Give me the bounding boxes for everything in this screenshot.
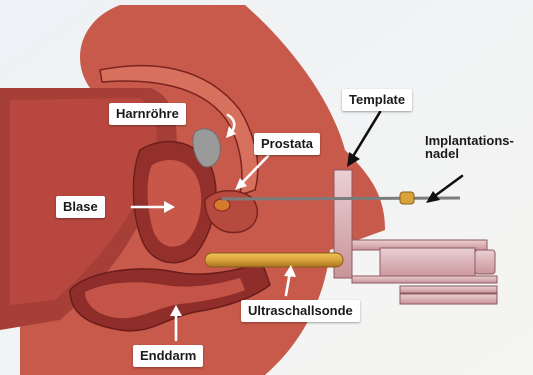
implantation-needle	[222, 198, 460, 199]
label-prostata: Prostata	[254, 133, 320, 155]
label-implantationsnadel-line2: nadel	[425, 147, 514, 160]
stepper-rail-2	[400, 286, 497, 293]
needle-hub	[400, 192, 414, 204]
label-template: Template	[342, 89, 412, 111]
stepper-base	[400, 294, 497, 304]
label-ultraschallsonde: Ultraschallsonde	[241, 300, 360, 322]
label-implantationsnadel: Implantations- nadel	[425, 134, 514, 160]
label-blase: Blase	[56, 196, 105, 218]
ultrasound-probe	[205, 253, 343, 267]
label-harnroehre: Harnröhre	[109, 103, 186, 125]
stepper-knob	[475, 250, 495, 274]
label-enddarm: Enddarm	[133, 345, 203, 367]
stepper-body	[380, 248, 475, 278]
stepper-rail-1	[352, 276, 497, 283]
prostate-seed	[214, 199, 230, 211]
